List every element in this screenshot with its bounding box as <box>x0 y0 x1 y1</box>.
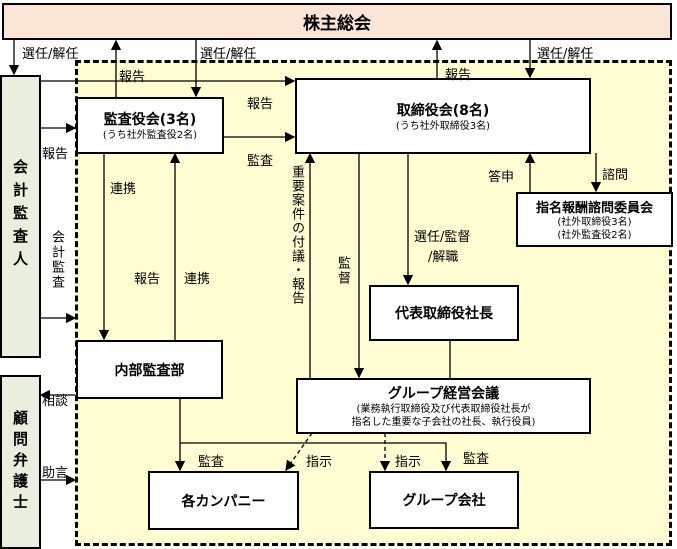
audit-board-sub: (うち社外監査役2名) <box>102 130 198 141</box>
label-important-matters: 重要案件の付議・報告 <box>289 165 304 305</box>
label-appoint-supervise: 選任/監督 <box>414 230 471 245</box>
companies-label: 各カンパニー <box>181 493 266 510</box>
internal-audit-box: 内部監査部 <box>76 340 223 399</box>
label-report-ia: 報告 <box>134 272 161 287</box>
group-companies-label: グループ会社 <box>402 493 486 509</box>
label-audit-mid: 監査 <box>247 154 274 169</box>
label-report-auditor: 報告 <box>42 147 69 162</box>
label-accounting-audit: 会計監査 <box>49 230 64 290</box>
label-appoint1: 選任/解任 <box>22 47 79 62</box>
label-cooperate2: 連携 <box>184 272 211 287</box>
companies-box: 各カンパニー <box>148 471 299 530</box>
committee-box: 指名報酬諮問委員会(社外取締役3名) (社外監査役2名) <box>516 192 673 247</box>
group-meeting-sub2: 指名した重要な子会社の社長、執行役員) <box>351 417 536 428</box>
group-meeting-title: グループ経営会議 <box>387 386 500 402</box>
accounting-auditor-box: 会計監査人 <box>0 75 41 358</box>
board-box: 取締役会(8名)(うち社外取締役3名) <box>295 78 591 154</box>
committee-title: 指名報酬諮問委員会 <box>535 201 653 216</box>
group-meeting-box: グループ経営会議 (業務執行取締役及び代表取締役社長が指名した重要な子会社の社長、… <box>296 378 591 434</box>
legal-advisor-box: 顧問弁護士 <box>0 375 41 549</box>
president-label: 代表取締役社長 <box>395 306 493 322</box>
label-instruct1: 指示 <box>306 455 333 470</box>
group-companies-box: グループ会社 <box>369 471 519 529</box>
label-audit-companies: 監査 <box>198 455 225 470</box>
label-consult: 諮問 <box>602 168 629 183</box>
audit-board-title: 監査役会(3名) <box>103 112 197 128</box>
label-cooperate1: 連携 <box>110 182 137 197</box>
president-box: 代表取締役社長 <box>369 285 519 341</box>
board-title: 取締役会(8名) <box>396 102 490 119</box>
board-sub: (うち社外取締役3名) <box>395 120 491 132</box>
accounting-auditor-label: 会計監査人 <box>11 159 29 274</box>
label-appoint2: 選任/解任 <box>200 47 257 62</box>
group-meeting-sub1: (業務執行取締役及び代表取締役社長が <box>356 404 531 415</box>
arrow-instruct-companies <box>285 432 313 472</box>
label-report-mid: 報告 <box>247 97 274 112</box>
label-report-top-right: 報告 <box>445 68 472 83</box>
committee-sub1: (社外取締役3名) <box>557 217 632 228</box>
label-instruct2: 指示 <box>395 455 422 470</box>
label-consultation: 相談 <box>42 394 69 409</box>
label-audit-group: 監査 <box>463 452 490 467</box>
committee-sub2: (社外監査役2名) <box>557 230 632 241</box>
label-report-top-left: 報告 <box>119 70 146 85</box>
arrow-audit-group <box>180 442 452 472</box>
shareholders-meeting-label: 株主総会 <box>303 14 371 34</box>
legal-advisor-label: 顧問弁護士 <box>11 409 29 515</box>
label-supervise: 監督 <box>335 256 350 286</box>
internal-audit-label: 内部監査部 <box>114 362 185 379</box>
label-advice: 助言 <box>42 466 69 481</box>
audit-board-box: 監査役会(3名) (うち社外監査役2名) <box>76 97 224 154</box>
shareholders-meeting-box: 株主総会 <box>2 3 672 40</box>
label-appoint3: 選任/解任 <box>537 47 594 62</box>
label-reply: 答申 <box>488 170 515 185</box>
label-dismiss: /解職 <box>428 250 459 265</box>
